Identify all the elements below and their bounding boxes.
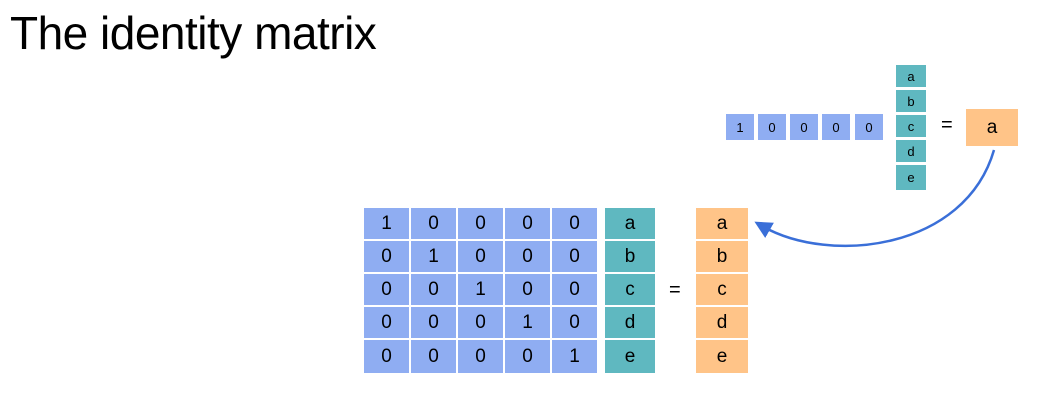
vector-cell: e <box>605 340 655 373</box>
matrix-cell: 0 <box>505 241 550 272</box>
top-row-cell: 0 <box>758 114 786 140</box>
top-column-cell: e <box>896 165 926 190</box>
matrix-cell: 1 <box>505 307 550 338</box>
matrix-cell: 0 <box>552 208 597 239</box>
matrix-cell: 0 <box>364 307 409 338</box>
matrix-cell: 0 <box>411 307 456 338</box>
result-cell: d <box>696 307 748 338</box>
matrix-cell: 0 <box>552 307 597 338</box>
top-column-cell: b <box>896 90 926 112</box>
matrix-cell: 0 <box>411 340 456 373</box>
matrix-cell: 0 <box>552 241 597 272</box>
matrix-cell: 0 <box>364 274 409 305</box>
matrix-cell: 1 <box>411 241 456 272</box>
matrix-cell: 0 <box>411 274 456 305</box>
top-row-cell: 0 <box>822 114 850 140</box>
result-cell: c <box>696 274 748 305</box>
top-column-cell: a <box>896 65 926 87</box>
matrix-cell: 0 <box>364 241 409 272</box>
matrix-cell: 1 <box>364 208 409 239</box>
matrix-cell: 0 <box>505 340 550 373</box>
result-cell: a <box>696 208 748 239</box>
matrix-cell: 1 <box>552 340 597 373</box>
top-equals-sign: = <box>941 114 953 136</box>
matrix-cell: 0 <box>552 274 597 305</box>
top-column-cell: d <box>896 140 926 162</box>
result-cell: e <box>696 340 748 373</box>
matrix-cell: 0 <box>458 208 503 239</box>
matrix-cell: 0 <box>458 307 503 338</box>
top-row-cell: 0 <box>855 114 883 140</box>
main-equals-sign: = <box>669 279 681 301</box>
matrix-cell: 1 <box>458 274 503 305</box>
vector-cell: c <box>605 274 655 305</box>
matrix-cell: 0 <box>458 340 503 373</box>
result-cell: b <box>696 241 748 272</box>
top-row-cell: 0 <box>790 114 818 140</box>
vector-cell: d <box>605 307 655 338</box>
matrix-cell: 0 <box>505 274 550 305</box>
matrix-cell: 0 <box>411 208 456 239</box>
page-title: The identity matrix <box>10 7 377 59</box>
vector-cell: a <box>605 208 655 239</box>
top-column-cell: c <box>896 115 926 137</box>
vector-cell: b <box>605 241 655 272</box>
matrix-cell: 0 <box>458 241 503 272</box>
matrix-cell: 0 <box>364 340 409 373</box>
top-result-cell: a <box>966 109 1018 146</box>
matrix-cell: 0 <box>505 208 550 239</box>
top-row-cell: 1 <box>726 114 754 140</box>
